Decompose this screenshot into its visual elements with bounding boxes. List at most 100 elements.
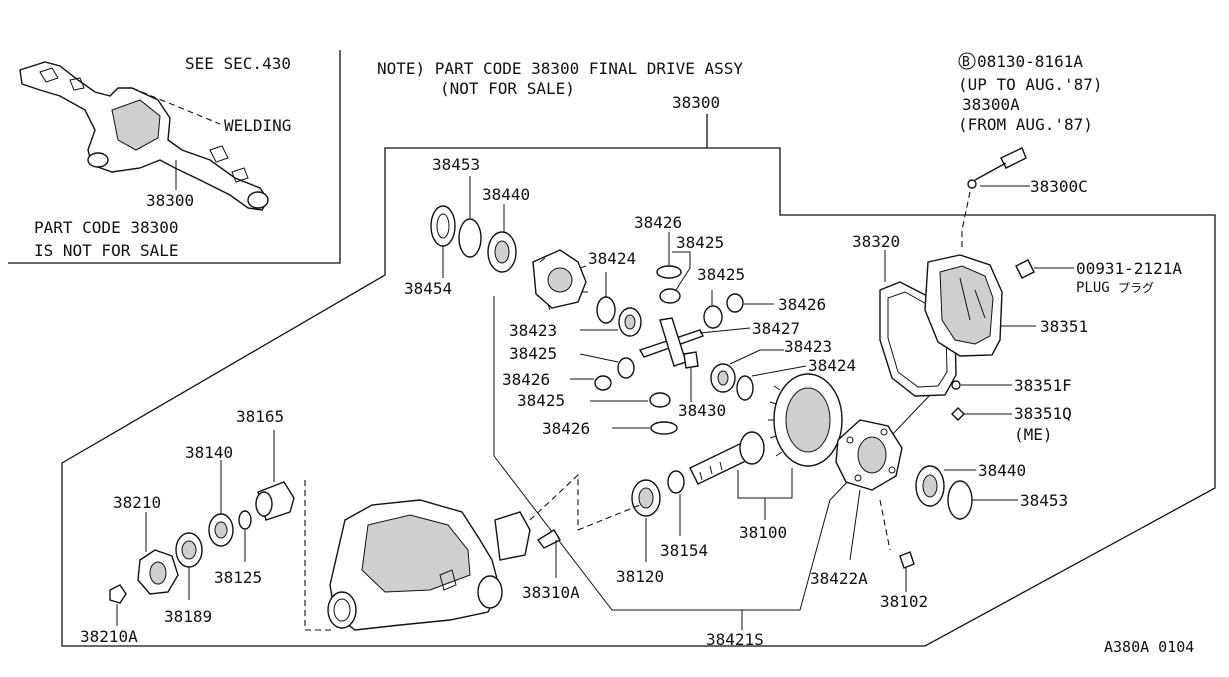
bolt-from: (FROM AUG.'87) bbox=[958, 115, 1093, 134]
callout-38320[interactable]: 38320 bbox=[852, 232, 900, 251]
washer-38424-right bbox=[736, 375, 754, 401]
bearing-38440-right bbox=[915, 465, 945, 507]
inset-welding-text: WELDING bbox=[224, 116, 291, 135]
callout-38351f[interactable]: 38351F bbox=[1014, 376, 1072, 395]
axle-housing-drawing bbox=[19, 61, 269, 211]
callout-38427[interactable]: 38427 bbox=[752, 319, 800, 338]
callout-38422a[interactable]: 38422A bbox=[810, 569, 868, 588]
bolt-code: 08130-8161A bbox=[977, 52, 1083, 71]
side-gear-38423-left bbox=[618, 307, 642, 337]
callout-38440-left[interactable]: 38440 bbox=[482, 185, 530, 204]
diagram-id: A380A 0104 bbox=[1104, 638, 1194, 656]
bearing-38120 bbox=[631, 479, 661, 517]
bolt-note: B 08130-8161A (UP TO AUG.'87) 38300A (FR… bbox=[958, 52, 1103, 134]
callout-38425-right[interactable]: 38425 bbox=[697, 265, 745, 284]
callout-38426-right[interactable]: 38426 bbox=[778, 295, 826, 314]
callout-38453-right[interactable]: 38453 bbox=[1020, 491, 1068, 510]
callout-38440-right[interactable]: 38440 bbox=[978, 461, 1026, 480]
inset-part-code-line2: IS NOT FOR SALE bbox=[34, 241, 179, 260]
callout-38453-left[interactable]: 38453 bbox=[432, 155, 480, 174]
bolt-38300c bbox=[961, 147, 1030, 250]
callout-38125[interactable]: 38125 bbox=[214, 568, 262, 587]
callout-38423-right[interactable]: 38423 bbox=[784, 337, 832, 356]
drive-pinion bbox=[689, 431, 765, 485]
inset-part-code-line1: PART CODE 38300 bbox=[34, 218, 179, 237]
inset-see-text: SEE SEC.430 bbox=[185, 54, 291, 73]
ring-gear bbox=[768, 373, 843, 467]
callout-38165[interactable]: 38165 bbox=[236, 407, 284, 426]
callout-38430[interactable]: 38430 bbox=[678, 401, 726, 420]
callout-38426-left[interactable]: 38426 bbox=[502, 370, 550, 389]
callout-38310a[interactable]: 38310A bbox=[522, 583, 580, 602]
callout-38421s[interactable]: 38421S bbox=[706, 630, 764, 649]
callout-38424-left[interactable]: 38424 bbox=[588, 249, 636, 268]
callout-38425-top[interactable]: 38425 bbox=[676, 233, 724, 252]
pinion-38425-top bbox=[659, 288, 681, 304]
bolt-up-to: (UP TO AUG.'87) bbox=[958, 75, 1103, 94]
callout-38351[interactable]: 38351 bbox=[1040, 317, 1088, 336]
bolt-alt-code: 38300A bbox=[962, 95, 1020, 114]
b-symbol: B bbox=[962, 55, 970, 70]
callout-38351q[interactable]: 38351Q bbox=[1014, 404, 1072, 423]
bearing-38189 bbox=[175, 532, 203, 568]
gear-carrier-housing bbox=[304, 473, 579, 631]
washer-38426-top bbox=[656, 265, 682, 279]
spacer-38154 bbox=[667, 470, 685, 494]
plug-drawing bbox=[1015, 259, 1074, 279]
bolt-38102 bbox=[879, 499, 915, 569]
companion-flange-38210 bbox=[137, 549, 179, 595]
inset-part-callout[interactable]: 38300 bbox=[146, 191, 194, 210]
washer-38424-left bbox=[596, 296, 616, 324]
b-circle-icon bbox=[958, 52, 976, 70]
pinion-38425-right bbox=[703, 305, 723, 329]
callout-38425-bottom[interactable]: 38425 bbox=[517, 391, 565, 410]
callout-38454[interactable]: 38454 bbox=[404, 279, 452, 298]
clip-38351q bbox=[951, 407, 965, 421]
shim-38453-right bbox=[947, 480, 973, 520]
diff-case bbox=[532, 249, 588, 311]
oil-seal-38140 bbox=[208, 513, 234, 547]
callout-38120[interactable]: 38120 bbox=[616, 567, 664, 586]
callout-38300[interactable]: 38300 bbox=[672, 93, 720, 112]
washer-38125 bbox=[238, 510, 252, 530]
diff-case-flange bbox=[835, 419, 903, 491]
side-gear-38423-right bbox=[710, 363, 736, 393]
inset-box: SEE SEC.430 WELDING 38300 PART CODE 3830… bbox=[8, 50, 341, 264]
callout-38423-left[interactable]: 38423 bbox=[509, 321, 557, 340]
callout-00931-2121a[interactable]: 00931-2121A bbox=[1076, 259, 1182, 278]
assembly-outline bbox=[61, 147, 1216, 647]
nut-38210a bbox=[109, 584, 127, 604]
callout-38140[interactable]: 38140 bbox=[185, 443, 233, 462]
oil-seal-38454 bbox=[430, 205, 456, 247]
part-38165 bbox=[255, 481, 295, 521]
callout-38189[interactable]: 38189 bbox=[164, 607, 212, 626]
me-note: (ME) bbox=[1014, 425, 1053, 444]
callout-38425-left[interactable]: 38425 bbox=[509, 344, 557, 363]
callout-38426-top[interactable]: 38426 bbox=[634, 213, 682, 232]
callout-38426-bottom[interactable]: 38426 bbox=[542, 419, 590, 438]
bolt-38310a bbox=[536, 529, 561, 578]
rear-cover-38351 bbox=[924, 254, 1003, 357]
plug-label: PLUG bbox=[1076, 280, 1110, 296]
note-line-2: (NOT FOR SALE) bbox=[440, 79, 575, 98]
bearing-38440 bbox=[487, 231, 517, 273]
callout-38154[interactable]: 38154 bbox=[660, 541, 708, 560]
plug-label-jp: プラグ bbox=[1118, 281, 1154, 295]
pinion-38425-bottom bbox=[649, 392, 671, 408]
pin-38430 bbox=[683, 351, 699, 369]
note-line-1: NOTE) PART CODE 38300 FINAL DRIVE ASSY bbox=[377, 59, 743, 78]
washer-38426-right bbox=[726, 293, 744, 313]
callout-38210[interactable]: 38210 bbox=[113, 493, 161, 512]
callout-38102[interactable]: 38102 bbox=[880, 592, 928, 611]
washer-38426-bottom bbox=[650, 421, 678, 435]
washer-38426-left bbox=[594, 375, 612, 391]
callout-38100[interactable]: 38100 bbox=[739, 523, 787, 542]
shim-38453 bbox=[458, 218, 482, 258]
pinion-38425-left bbox=[617, 357, 635, 379]
callout-38424-right[interactable]: 38424 bbox=[808, 356, 856, 375]
callout-38210a[interactable]: 38210A bbox=[80, 627, 138, 646]
bolt-38351f bbox=[951, 380, 961, 390]
callout-38300c[interactable]: 38300C bbox=[1030, 177, 1088, 196]
